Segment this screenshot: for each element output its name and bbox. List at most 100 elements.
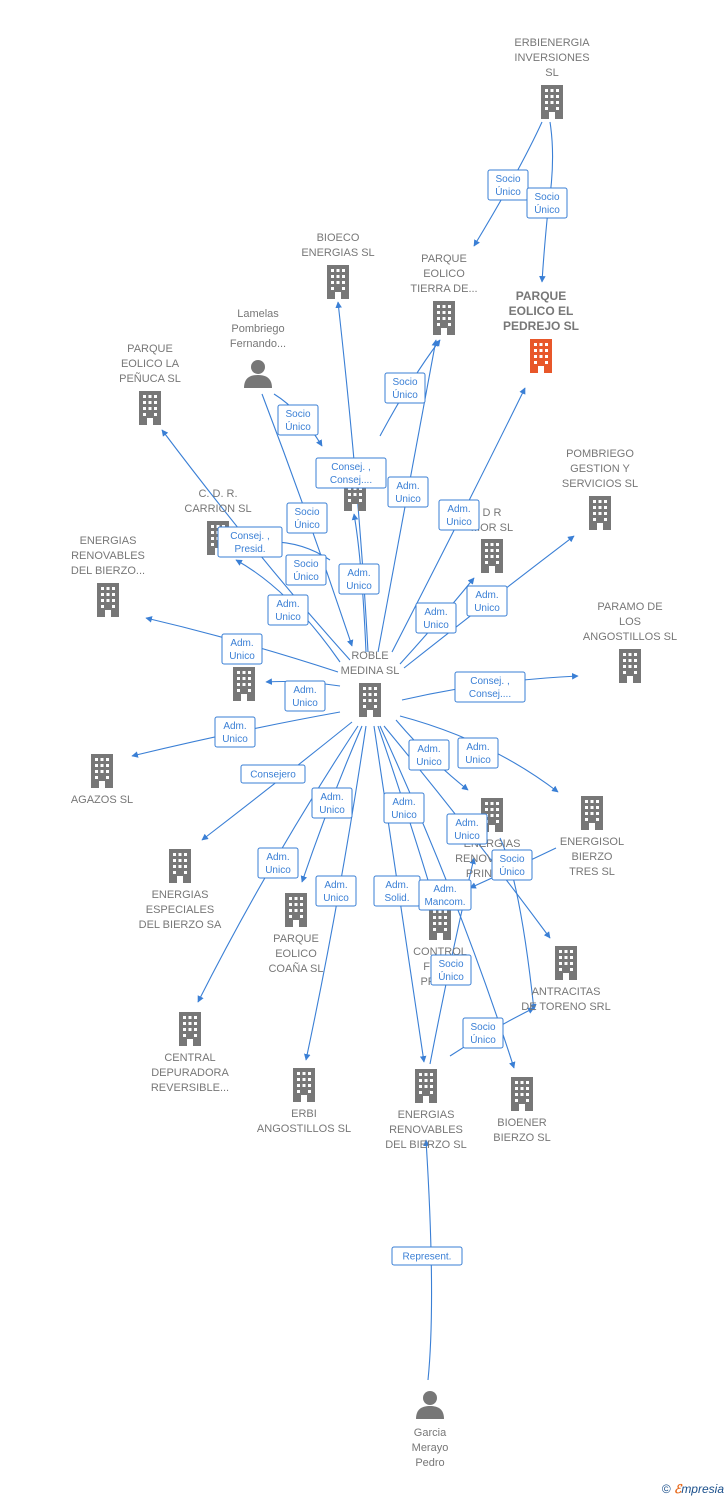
- node-label: ENERGIAS: [398, 1109, 455, 1121]
- building-icon: [541, 85, 563, 119]
- relation-text: Unico: [391, 810, 417, 821]
- relation-box: [284, 680, 326, 712]
- relation-label-r17[interactable]: Adm.Unico: [284, 680, 326, 712]
- relation-label-r14[interactable]: Adm.Unico: [466, 585, 508, 617]
- relation-label-r23[interactable]: Adm.Unico: [383, 792, 425, 824]
- node-label: DEL BIERZO SL: [385, 1139, 467, 1151]
- relation-label-r13[interactable]: Adm.Unico: [415, 602, 457, 634]
- relation-text: Socio: [470, 1022, 495, 1033]
- relation-label-r12[interactable]: Adm.Unico: [267, 594, 309, 626]
- relation-label-r15[interactable]: Adm.Unico: [221, 633, 263, 665]
- person-icon: [244, 360, 272, 388]
- company-node-central[interactable]: CENTRALDEPURADORAREVERSIBLE...: [151, 1012, 230, 1094]
- building-icon: [511, 1077, 533, 1111]
- relation-label-r19[interactable]: Adm.Unico: [408, 739, 450, 771]
- relation-label-r5[interactable]: Consej. ,Consej....: [315, 457, 387, 489]
- relation-text: Unico: [275, 612, 301, 623]
- relation-label-r27[interactable]: Adm.Unico: [315, 875, 357, 907]
- node-label: TRES SL: [569, 866, 615, 878]
- relation-text: Unico: [346, 581, 372, 592]
- relation-label-r16[interactable]: Consej. , Consej....: [454, 671, 526, 703]
- relation-label-r24[interactable]: Adm.Unico: [446, 813, 488, 845]
- relation-box: [315, 875, 357, 907]
- relation-label-r6[interactable]: Adm.Unico: [387, 476, 429, 508]
- relation-text: Consej....: [469, 689, 511, 700]
- node-label: DE TORENO SRL: [521, 1001, 610, 1013]
- relation-label-r32[interactable]: Represent.: [391, 1246, 463, 1266]
- relation-text: Represent.: [403, 1252, 452, 1263]
- person-node-lamelas[interactable]: LamelasPombriegoFernando...: [230, 308, 286, 388]
- relation-text: Adm.: [293, 685, 316, 696]
- node-label: Merayo: [412, 1442, 449, 1454]
- node-label: ENERGIAS SL: [301, 247, 374, 259]
- relation-label-r8[interactable]: Consej. ,Presid.: [217, 526, 283, 558]
- node-label: ANGOSTILLOS SL: [583, 631, 677, 643]
- relation-label-r21[interactable]: Consejero: [240, 764, 306, 784]
- node-label: BIERZO: [572, 851, 613, 863]
- relation-label-r26[interactable]: Adm.Unico: [257, 847, 299, 879]
- building-icon: [139, 391, 161, 425]
- relation-label-r18[interactable]: Adm.Unico: [214, 716, 256, 748]
- relation-text: Único: [294, 518, 320, 531]
- node-label: REVERSIBLE...: [151, 1082, 229, 1094]
- relation-text: Único: [285, 420, 311, 433]
- brand-logo[interactable]: ℰmpresia: [674, 1482, 724, 1496]
- relation-box: [462, 1017, 504, 1049]
- company-node-cdr-carrion[interactable]: C. D. R.CARRION SL: [184, 488, 252, 555]
- relation-text: Socio: [392, 377, 417, 388]
- relation-label-r7[interactable]: Adm.Unico: [438, 499, 480, 531]
- node-label: Garcia: [414, 1427, 447, 1439]
- relation-text: Socio: [495, 174, 520, 185]
- building-icon: [589, 496, 611, 530]
- relation-label-r29[interactable]: Adm.Mancom.: [418, 879, 472, 911]
- building-icon: [179, 1012, 201, 1046]
- relation-box: [430, 954, 472, 986]
- company-node-agazos[interactable]: AGAZOS SL: [71, 754, 133, 806]
- node-label: Pombriego: [231, 323, 284, 335]
- relation-label-r11[interactable]: Adm.Unico: [338, 563, 380, 595]
- node-label: C. D. R.: [198, 488, 237, 500]
- relation-text: Único: [499, 865, 525, 878]
- node-label: SERVICIOS SL: [562, 478, 638, 490]
- relation-label-r20[interactable]: Adm. Unico: [457, 737, 499, 769]
- relation-label-r22[interactable]: Adm.Unico: [311, 787, 353, 819]
- relation-text: Unico: [465, 755, 491, 766]
- building-icon: [481, 539, 503, 573]
- relation-box: [257, 847, 299, 879]
- relation-text: Consej. ,: [470, 676, 509, 687]
- relation-text: Unico: [319, 805, 345, 816]
- node-label: EOLICO EL: [509, 304, 574, 318]
- relation-label-r28[interactable]: Adm.Solid.: [373, 875, 421, 907]
- relation-text: Unico: [474, 603, 500, 614]
- relation-text: Adm.: [466, 742, 489, 753]
- relation-box: [214, 716, 256, 748]
